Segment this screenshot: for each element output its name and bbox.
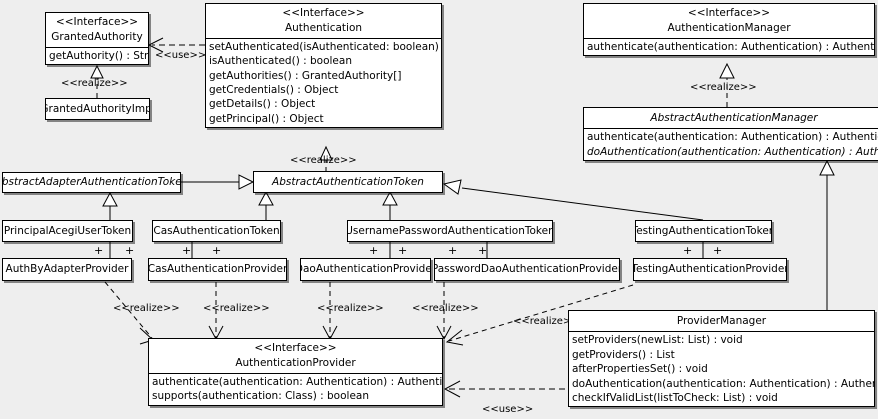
class-name: PasswordDaoAuthenticationProvider — [434, 263, 620, 276]
class-header: <<Interface>> GrantedAuthority — [46, 13, 148, 47]
class-abstract-authentication-manager[interactable]: AbstractAuthenticationManager authentica… — [583, 107, 878, 162]
method-item: supports(authentication: Class) : boolea… — [152, 390, 369, 403]
class-testing-authentication-token[interactable]: TestingAuthenticationToken — [635, 220, 772, 242]
class-name: AbstractAuthenticationToken — [272, 175, 424, 188]
association-mark: + — [683, 244, 693, 257]
class-name: GrantedAuthority — [51, 31, 143, 44]
class-name: AbstractAuthenticationManager — [650, 112, 818, 124]
class-provider-manager[interactable]: ProviderManager setProviders(newList: Li… — [568, 310, 875, 408]
class-dao-authentication-provider[interactable]: DaoAuthenticationProvider — [300, 258, 431, 281]
class-name: TestingAuthenticationToken — [635, 224, 772, 237]
class-cas-authentication-token[interactable]: CasAuthenticationToken — [152, 220, 281, 242]
class-header: <<Interface>> Authentication — [206, 4, 441, 38]
method-item: getProviders() : List — [572, 348, 675, 361]
class-name: PrincipalAcegiUserToken — [3, 224, 132, 237]
stereotype-label: <<Interface>> — [687, 7, 771, 19]
association-mark: + — [125, 244, 135, 257]
class-testing-authentication-provider[interactable]: TestingAuthenticationProvider — [633, 258, 787, 281]
class-granted-authority-impl[interactable]: GrantedAuthorityImpl — [45, 98, 150, 120]
method-item: getDetails() : Object — [209, 98, 316, 111]
class-name: GrantedAuthorityImpl — [45, 102, 150, 115]
relation-label-realize: <<realize>> — [513, 316, 580, 327]
class-name: AuthenticationManager — [667, 22, 791, 35]
method-item: checkIfValidList(listToCheck: List) : vo… — [572, 391, 778, 404]
class-username-password-authentication-token[interactable]: UsernamePasswordAuthenticationToken — [347, 220, 553, 242]
relation-label-realize: <<realize>> — [690, 82, 757, 93]
relation-label-realize: <<realize>> — [113, 303, 180, 314]
class-name: DaoAuthenticationProvider — [300, 263, 431, 276]
class-name: ProviderManager — [676, 315, 767, 327]
class-password-dao-authentication-provider[interactable]: PasswordDaoAuthenticationProvider — [434, 258, 620, 281]
method-item: authenticate(authentication: Authenticat… — [587, 40, 875, 53]
method-item: authenticate(authentication: Authenticat… — [152, 375, 443, 388]
method-compartment: setProviders(newList: List) : void getPr… — [569, 332, 874, 406]
method-item: authenticate(authentication: Authenticat… — [587, 131, 878, 144]
method-compartment: authenticate(authentication: Authenticat… — [149, 374, 442, 405]
class-name: AbstractAdapterAuthenticationToken — [2, 176, 181, 189]
divider — [569, 331, 874, 333]
class-cas-authentication-provider[interactable]: CasAuthenticationProvider — [148, 258, 287, 281]
method-item: setAuthenticated(isAuthenticated: boolea… — [209, 40, 441, 53]
divider — [206, 37, 441, 39]
class-header: AbstractAuthenticationManager — [584, 108, 878, 128]
association-mark: + — [94, 244, 104, 257]
divider — [46, 46, 148, 48]
relation-label-realize: <<realize>> — [317, 303, 384, 314]
association-mark: + — [212, 244, 222, 257]
divider — [584, 128, 878, 130]
divider — [584, 37, 874, 39]
class-name: UsernamePasswordAuthenticationToken — [347, 224, 553, 237]
association-mark: + — [448, 244, 458, 257]
class-abstract-authentication-token[interactable]: AbstractAuthenticationToken — [253, 171, 443, 193]
method-item: doAuthentication(authentication: Authent… — [572, 377, 874, 390]
association-mark: + — [398, 244, 408, 257]
class-authentication-provider[interactable]: <<Interface>> AuthenticationProvider aut… — [148, 338, 443, 406]
method-item: doAuthentication(authentication: Authent… — [587, 145, 878, 158]
relation-label-use: <<use>> — [155, 50, 207, 61]
class-authentication[interactable]: <<Interface>> Authentication setAuthenti… — [205, 3, 442, 128]
relation-label-realize: <<realize>> — [203, 303, 270, 314]
association-mark: + — [713, 244, 723, 257]
method-item: getPrincipal() : Object — [209, 112, 324, 125]
method-compartment: authenticate(authentication: Authenticat… — [584, 129, 878, 160]
class-name: AuthByAdapterProvider — [5, 263, 129, 276]
association-mark: + — [182, 244, 192, 257]
method-item: setProviders(newList: List) : void — [572, 334, 743, 347]
class-name: TestingAuthenticationProvider — [633, 263, 787, 276]
class-name: CasAuthenticationToken — [153, 224, 280, 237]
method-item: getAuthority() : String — [49, 49, 149, 62]
class-name: CasAuthenticationProvider — [148, 263, 287, 276]
method-item: getAuthorities() : GrantedAuthority[] — [209, 69, 402, 82]
class-header: <<Interface>> AuthenticationProvider — [149, 339, 442, 373]
method-item: getCredentials() : Object — [209, 83, 339, 96]
method-compartment: getAuthority() : String — [46, 48, 148, 64]
class-auth-by-adapter-provider[interactable]: AuthByAdapterProvider — [2, 258, 132, 281]
class-header: <<Interface>> AuthenticationManager — [584, 4, 874, 38]
class-header: ProviderManager — [569, 311, 874, 331]
class-name: AuthenticationProvider — [235, 357, 356, 370]
relation-label-use: <<use>> — [482, 404, 534, 415]
stereotype-label: <<Interface>> — [254, 342, 337, 354]
class-name: Authentication — [284, 22, 363, 35]
relation-label-realize: <<realize>> — [61, 78, 128, 89]
association-mark: + — [369, 244, 379, 257]
class-authentication-manager[interactable]: <<Interface>> AuthenticationManager auth… — [583, 3, 875, 57]
class-granted-authority[interactable]: <<Interface>> GrantedAuthority getAuthor… — [45, 12, 149, 66]
stereotype-label: <<Interface>> — [55, 16, 139, 28]
method-compartment: authenticate(authentication: Authenticat… — [584, 39, 874, 55]
method-item: isAuthenticated() : boolean — [209, 55, 352, 68]
relation-label-realize: <<realize>> — [412, 303, 479, 314]
method-compartment: setAuthenticated(isAuthenticated: boolea… — [206, 39, 441, 127]
divider — [149, 372, 442, 374]
relation-label-realize: <<realize>> — [290, 155, 357, 166]
class-abstract-adapter-authentication-token[interactable]: AbstractAdapterAuthenticationToken — [2, 172, 181, 193]
stereotype-label: <<Interface>> — [282, 7, 365, 19]
class-principal-acegi-user-token[interactable]: PrincipalAcegiUserToken — [2, 220, 133, 242]
method-item: afterPropertiesSet() : void — [572, 363, 708, 376]
association-mark: + — [478, 244, 488, 257]
